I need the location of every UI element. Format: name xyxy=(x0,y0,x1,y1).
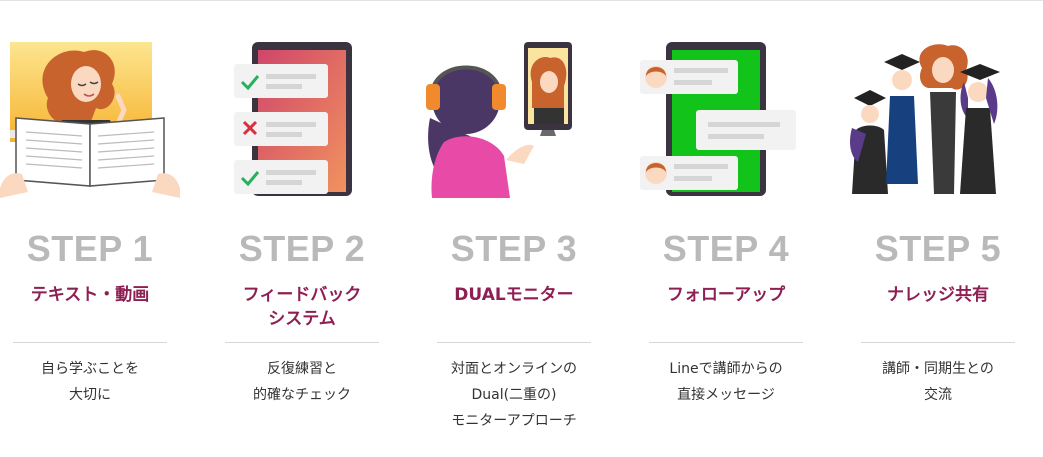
step-1: STEP 1 テキスト・動画 自ら学ぶことを 大切に xyxy=(0,0,180,457)
step-5-divider xyxy=(861,342,1015,343)
step-3-description: 対面とオンラインの Dual(二重の) モニターアプローチ xyxy=(424,356,604,434)
step-5-desc-line: 講師・同期生との xyxy=(882,361,994,377)
step-5-illustration xyxy=(848,38,1028,198)
top-divider xyxy=(0,0,1043,1)
cross-card xyxy=(234,112,328,146)
step-4-description: Lineで講師からの 直接メッセージ xyxy=(636,356,816,408)
step-4-title-line: フォローアップ xyxy=(666,285,786,305)
step-2-title-line: フィードバック xyxy=(242,285,362,305)
step-5-description: 講師・同期生との 交流 xyxy=(848,356,1028,408)
step-1-desc-line: 大切に xyxy=(69,387,111,403)
step-1-title: テキスト・動画 xyxy=(0,283,180,307)
step-4: STEP 4 フォローアップ Lineで講師からの 直接メッセージ xyxy=(636,0,816,457)
step-2-desc-line: 的確なチェック xyxy=(253,387,351,403)
step-2-desc-line: 反復練習と xyxy=(267,361,337,377)
step-1-number: STEP 1 xyxy=(26,228,154,269)
step-3-desc-line: 対面とオンラインの xyxy=(451,361,577,377)
step-1-title-line: テキスト・動画 xyxy=(30,285,150,305)
step-2-description: 反復練習と 的確なチェック xyxy=(212,356,392,408)
line-message-illustration xyxy=(640,42,796,196)
check-card xyxy=(234,64,328,98)
graduates-illustration xyxy=(850,44,1000,194)
step-2-number: STEP 2 xyxy=(238,228,366,269)
reading-book-illustration xyxy=(0,42,180,198)
step-4-title: フォローアップ xyxy=(636,283,816,307)
step-3-desc-line: モニターアプローチ xyxy=(451,413,577,429)
check-card xyxy=(234,160,328,194)
step-2-illustration xyxy=(212,38,392,198)
step-2-title: フィードバック システム xyxy=(212,283,392,331)
step-3-divider xyxy=(437,342,591,343)
step-1-illustration xyxy=(0,38,180,198)
step-1-divider xyxy=(13,342,167,343)
feedback-tablet-illustration xyxy=(234,42,352,196)
step-4-number: STEP 4 xyxy=(662,228,790,269)
step-4-desc-line: 直接メッセージ xyxy=(677,387,775,403)
step-3-illustration xyxy=(424,38,604,198)
step-5-desc-line: 交流 xyxy=(924,387,952,403)
step-2: STEP 2 フィードバック システム 反復練習と 的確なチェック xyxy=(212,0,392,457)
step-1-desc-line: 自ら学ぶことを xyxy=(41,361,139,377)
step-4-desc-line: Lineで講師からの xyxy=(669,361,783,377)
step-5-number: STEP 5 xyxy=(874,228,1002,269)
step-5-title-line: ナレッジ共有 xyxy=(887,285,989,305)
dual-monitor-illustration xyxy=(426,42,572,198)
step-3-title: DUALモニター xyxy=(424,283,604,307)
step-3-number: STEP 3 xyxy=(450,228,578,269)
step-3: STEP 3 DUALモニター 対面とオンラインの Dual(二重の) モニター… xyxy=(424,0,604,457)
step-3-title-line: DUALモニター xyxy=(454,285,574,305)
step-4-divider xyxy=(649,342,803,343)
step-1-description: 自ら学ぶことを 大切に xyxy=(0,356,180,408)
step-2-title-line: システム xyxy=(268,309,336,329)
step-5: STEP 5 ナレッジ共有 講師・同期生との 交流 xyxy=(848,0,1028,457)
step-3-desc-line: Dual(二重の) xyxy=(471,387,557,403)
step-4-illustration xyxy=(636,38,816,198)
step-2-divider xyxy=(225,342,379,343)
step-5-title: ナレッジ共有 xyxy=(848,283,1028,307)
